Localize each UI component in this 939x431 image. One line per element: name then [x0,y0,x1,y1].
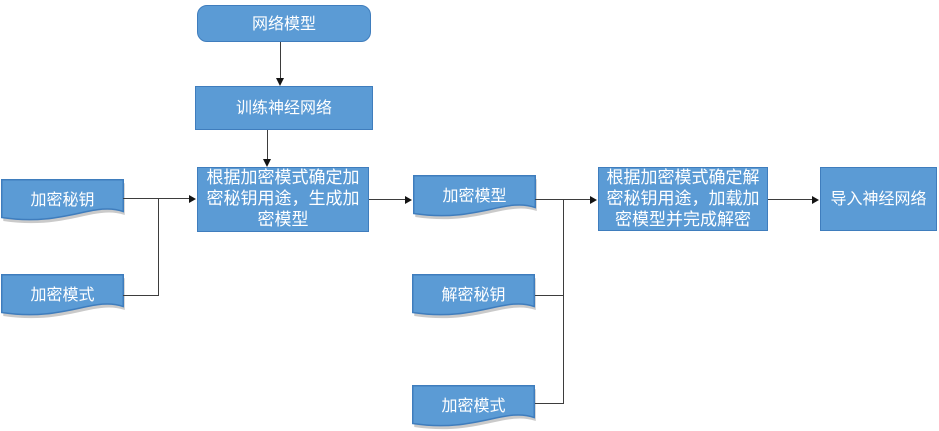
document-shape [413,175,537,220]
edge-genmodel-encmodel [369,199,406,200]
edge-networkmodel-trainnn [280,42,281,79]
node-label: 训练神经网络 [235,98,332,117]
edge-deckey-junction [535,295,564,296]
edge-left-junction [158,199,159,296]
node-encryption-key[interactable]: 加密秘钥 [1,179,125,227]
node-label: 根据加密模式确定加 密秘钥用途，生成加 密模型 [206,168,360,230]
edge-encmodeleft-junction [123,295,159,296]
node-encryption-mode-right[interactable]: 加密模式 [412,385,536,431]
edge-enckey-genmodel [123,198,190,199]
edge-encmoderight-junction [535,403,564,404]
node-decryption-key[interactable]: 解密秘钥 [412,274,536,322]
document-shape [1,179,125,224]
edge-trainnn-genmodel [267,130,268,160]
node-label: 网络模型 [251,13,316,33]
edge-encmodel-decrypt [535,199,591,200]
node-encryption-mode-left[interactable]: 加密模式 [1,274,125,322]
node-train-neural-network[interactable]: 训练神经网络 [195,86,373,130]
arrowhead-down-icon [276,78,284,86]
document-shape [1,274,125,319]
document-shape [412,385,536,430]
node-label: 根据加密模式确定解 密秘钥用途，加载加 密模型并完成解密 [606,167,760,230]
node-decrypt-process[interactable]: 根据加密模式确定解 密秘钥用途，加载加 密模型并完成解密 [598,167,768,231]
arrowhead-right-icon [405,195,412,204]
edge-decrypt-importnn [768,199,813,200]
document-shape [412,274,536,319]
arrowhead-right-icon [812,195,819,204]
node-encryption-model[interactable]: 加密模型 [413,175,537,223]
arrowhead-right-icon [189,194,196,203]
node-label: 导入神经网络 [830,189,927,208]
edge-right-junction [563,200,564,404]
node-import-neural-network[interactable]: 导入神经网络 [820,167,937,231]
arrowhead-right-icon [590,195,597,204]
node-generate-encryption-model[interactable]: 根据加密模式确定加 密秘钥用途，生成加 密模型 [197,167,369,232]
node-network-model[interactable]: 网络模型 [197,5,371,42]
arrowhead-down-icon [263,159,271,167]
